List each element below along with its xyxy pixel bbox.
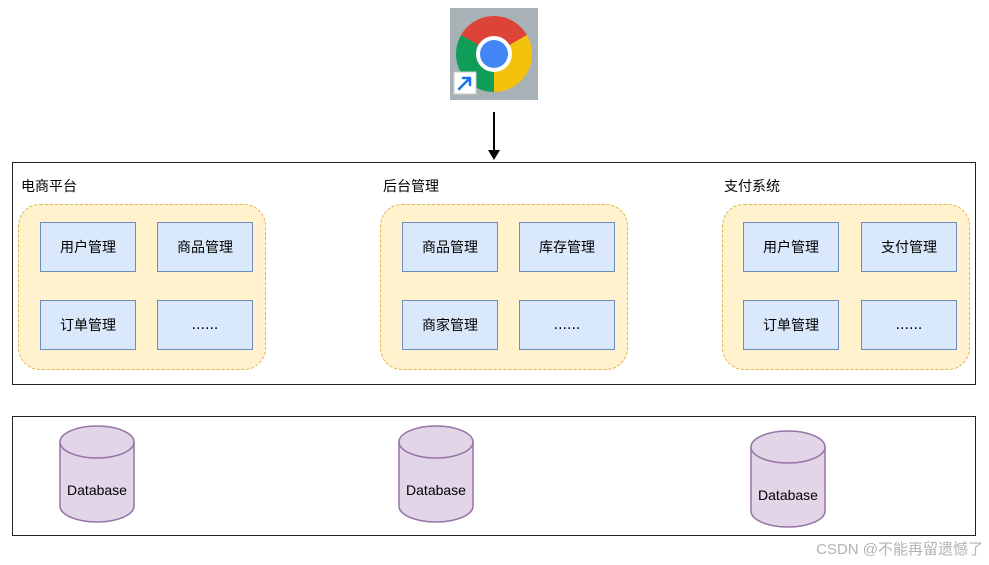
- system-title-backend: 后台管理: [383, 179, 439, 195]
- module-box[interactable]: ......: [861, 300, 957, 350]
- database-layer-box: [12, 416, 976, 536]
- system-title-payment: 支付系统: [724, 179, 780, 195]
- module-box[interactable]: 商家管理: [402, 300, 498, 350]
- database-icon: [59, 425, 135, 523]
- module-box[interactable]: 用户管理: [40, 222, 136, 272]
- database-cylinder[interactable]: Database: [397, 424, 475, 524]
- module-box[interactable]: 订单管理: [743, 300, 839, 350]
- module-box[interactable]: ......: [157, 300, 253, 350]
- watermark-text: CSDN @不能再留遗憾了: [816, 541, 983, 558]
- database-label: Database: [67, 482, 127, 498]
- database-label: Database: [406, 482, 466, 498]
- module-box[interactable]: 订单管理: [40, 300, 136, 350]
- module-box[interactable]: 库存管理: [519, 222, 615, 272]
- chrome-shortcut-icon[interactable]: [450, 8, 538, 100]
- system-title-ecommerce: 电商平台: [21, 179, 77, 195]
- database-label: Database: [758, 487, 818, 503]
- database-cylinder[interactable]: Database: [749, 429, 827, 529]
- connector-arrow-line: [493, 112, 495, 152]
- module-box[interactable]: 商品管理: [402, 222, 498, 272]
- module-box[interactable]: 商品管理: [157, 222, 253, 272]
- database-icon: [398, 425, 474, 523]
- module-box[interactable]: 支付管理: [861, 222, 957, 272]
- module-box[interactable]: ......: [519, 300, 615, 350]
- module-box[interactable]: 用户管理: [743, 222, 839, 272]
- database-cylinder[interactable]: Database: [58, 424, 136, 524]
- database-icon: [750, 430, 826, 528]
- connector-arrow-head: [488, 150, 500, 160]
